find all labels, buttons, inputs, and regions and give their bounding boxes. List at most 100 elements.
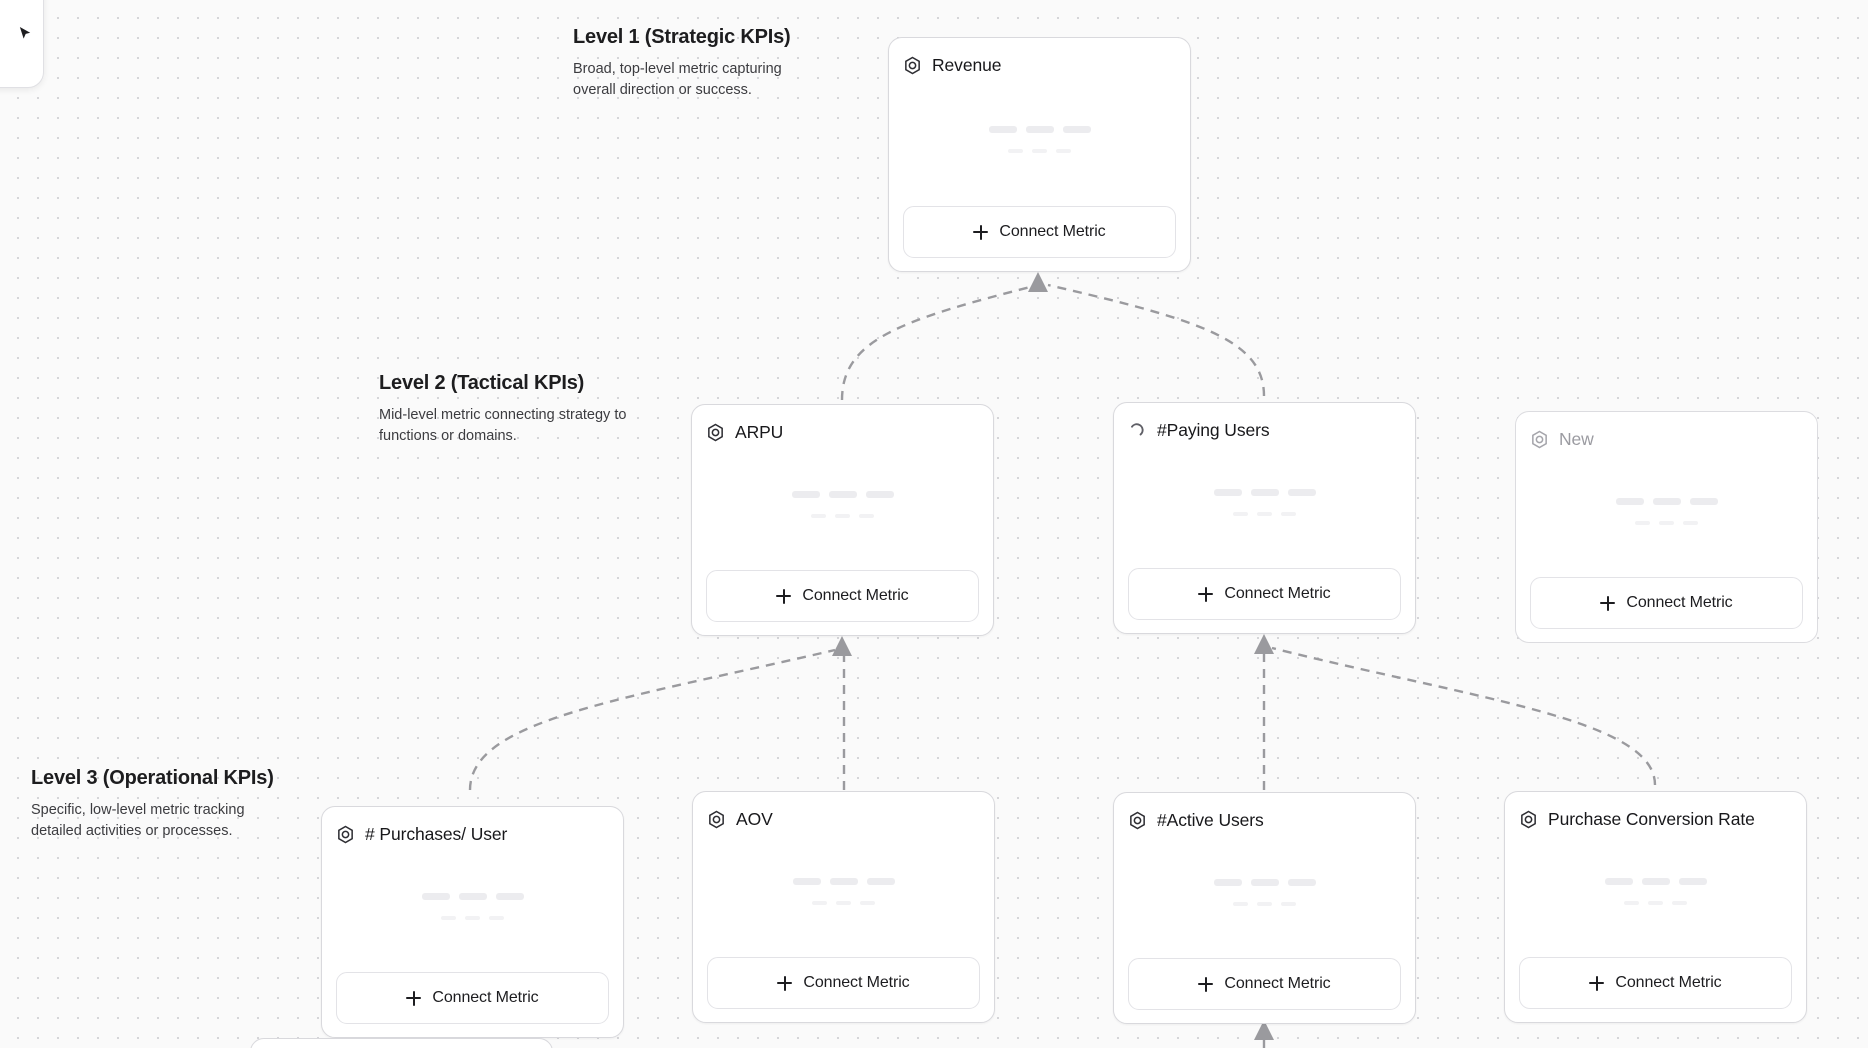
skeleton-row-primary bbox=[792, 878, 895, 885]
level-1-label-group: Level 1 (Strategic KPIs) Broad, top-leve… bbox=[573, 26, 823, 101]
hexagon-metric-icon bbox=[1130, 811, 1145, 829]
plus-icon bbox=[777, 975, 793, 991]
skeleton-block bbox=[1056, 148, 1071, 153]
level-2-title: Level 2 (Tactical KPIs) bbox=[379, 372, 585, 394]
skeleton-block bbox=[812, 901, 827, 905]
skeleton-row-secondary bbox=[1008, 148, 1071, 153]
skeleton-block bbox=[860, 901, 875, 905]
skeleton-block bbox=[1281, 902, 1296, 906]
card-skeleton-body bbox=[1128, 833, 1401, 958]
metric-card-new[interactable]: New Connect Metric bbox=[1515, 411, 1818, 643]
level-2-description: Mid-level metric connecting strategy to … bbox=[379, 407, 627, 445]
floating-toolbar-panel[interactable] bbox=[0, 0, 44, 88]
plus-icon bbox=[1198, 976, 1214, 992]
connect-metric-label: Connect Metric bbox=[1224, 585, 1331, 602]
card-header: AOV bbox=[707, 806, 980, 832]
connect-metric-button[interactable]: Connect Metric bbox=[1128, 958, 1401, 1010]
plus-icon bbox=[973, 224, 989, 240]
plus-icon bbox=[406, 990, 422, 1006]
skeleton-block bbox=[441, 916, 456, 920]
metric-card-arpu[interactable]: ARPU Connect Metric bbox=[691, 404, 994, 636]
skeleton-block bbox=[1281, 512, 1296, 516]
metric-card-aov[interactable]: AOV Connect Metric bbox=[692, 791, 995, 1023]
hexagon-metric-icon bbox=[338, 825, 353, 843]
connect-metric-label: Connect Metric bbox=[802, 587, 909, 604]
skeleton-block bbox=[1648, 901, 1663, 905]
arrowhead-revenue bbox=[1028, 272, 1048, 292]
skeleton-block bbox=[1659, 521, 1674, 525]
level-1-description: Broad, top-level metric capturing overal… bbox=[573, 61, 782, 99]
skeleton-row-secondary bbox=[1233, 902, 1296, 906]
skeleton-row-primary bbox=[1615, 498, 1718, 505]
card-title: ARPU bbox=[735, 421, 784, 442]
edge-arpu-to-revenue bbox=[840, 283, 1039, 401]
skeleton-block bbox=[1624, 901, 1639, 905]
cursor-icon bbox=[19, 26, 31, 39]
skeleton-block bbox=[1641, 878, 1670, 885]
card-header: Revenue bbox=[903, 52, 1176, 78]
metric-card-paying-users[interactable]: #Paying Users Connect Metric bbox=[1113, 402, 1416, 634]
card-title: Revenue bbox=[932, 54, 1002, 75]
skeleton-block bbox=[1287, 489, 1316, 496]
skeleton-block bbox=[835, 514, 850, 518]
card-header: ARPU bbox=[706, 419, 979, 445]
skeleton-block bbox=[489, 916, 504, 920]
skeleton-block bbox=[1213, 879, 1242, 886]
connect-metric-button[interactable]: Connect Metric bbox=[1128, 568, 1401, 620]
card-skeleton-body bbox=[706, 445, 979, 570]
skeleton-block bbox=[1604, 878, 1633, 885]
connect-metric-button[interactable]: Connect Metric bbox=[1519, 957, 1792, 1009]
connect-metric-button[interactable]: Connect Metric bbox=[336, 972, 609, 1024]
connect-metric-label: Connect Metric bbox=[432, 989, 539, 1006]
level-1-title: Level 1 (Strategic KPIs) bbox=[573, 26, 791, 48]
loading-spinner-icon bbox=[1131, 422, 1144, 435]
connect-metric-button[interactable]: Connect Metric bbox=[706, 570, 979, 622]
skeleton-block bbox=[495, 893, 524, 900]
card-title: # Purchases/ User bbox=[365, 823, 508, 844]
metric-card-purchase-conversion-rate[interactable]: Purchase Conversion Rate Connect Metric bbox=[1504, 791, 1807, 1023]
connect-metric-label: Connect Metric bbox=[999, 223, 1106, 240]
metric-card-revenue[interactable]: Revenue Connect Metric bbox=[888, 37, 1191, 272]
card-title: #Active Users bbox=[1157, 809, 1264, 830]
connect-metric-button[interactable]: Connect Metric bbox=[707, 957, 980, 1009]
skeleton-block bbox=[865, 491, 894, 498]
skeleton-block bbox=[1678, 878, 1707, 885]
skeleton-row-secondary bbox=[1635, 521, 1698, 525]
metric-card-offscreen-bottom[interactable] bbox=[250, 1038, 553, 1048]
skeleton-row-secondary bbox=[811, 514, 874, 518]
skeleton-block bbox=[1032, 148, 1047, 153]
edge-purchases-to-arpu bbox=[468, 648, 836, 791]
skeleton-block bbox=[791, 491, 820, 498]
skeleton-row-primary bbox=[791, 491, 894, 498]
plus-icon bbox=[1600, 595, 1616, 611]
skeleton-row-secondary bbox=[812, 901, 875, 905]
hexagon-metric-icon bbox=[708, 423, 723, 441]
skeleton-block bbox=[828, 491, 857, 498]
card-title: New bbox=[1559, 428, 1594, 449]
connect-metric-button[interactable]: Connect Metric bbox=[1530, 577, 1803, 629]
skeleton-block bbox=[829, 878, 858, 885]
card-skeleton-body bbox=[903, 78, 1176, 206]
skeleton-row-secondary bbox=[1624, 901, 1687, 905]
connect-metric-label: Connect Metric bbox=[1626, 594, 1733, 611]
connect-metric-button[interactable]: Connect Metric bbox=[903, 206, 1176, 258]
card-skeleton-body bbox=[1519, 832, 1792, 957]
card-skeleton-body bbox=[1128, 443, 1401, 568]
skeleton-block bbox=[859, 514, 874, 518]
skeleton-block bbox=[1233, 512, 1248, 516]
skeleton-row-primary bbox=[421, 893, 524, 900]
skeleton-block bbox=[1287, 879, 1316, 886]
skeleton-block bbox=[1635, 521, 1650, 525]
plus-icon bbox=[776, 588, 792, 604]
skeleton-block bbox=[458, 893, 487, 900]
card-header: New bbox=[1530, 426, 1803, 452]
skeleton-block bbox=[1213, 489, 1242, 496]
metric-card-active-users[interactable]: #Active Users Connect Metric bbox=[1113, 792, 1416, 1024]
card-header: # Purchases/ User bbox=[336, 821, 609, 847]
skeleton-block bbox=[866, 878, 895, 885]
card-header: #Active Users bbox=[1128, 807, 1401, 833]
skeleton-block bbox=[1672, 901, 1687, 905]
skeleton-block bbox=[1233, 902, 1248, 906]
metric-card-purchases-per-user[interactable]: # Purchases/ User Connect Metric bbox=[321, 806, 624, 1038]
